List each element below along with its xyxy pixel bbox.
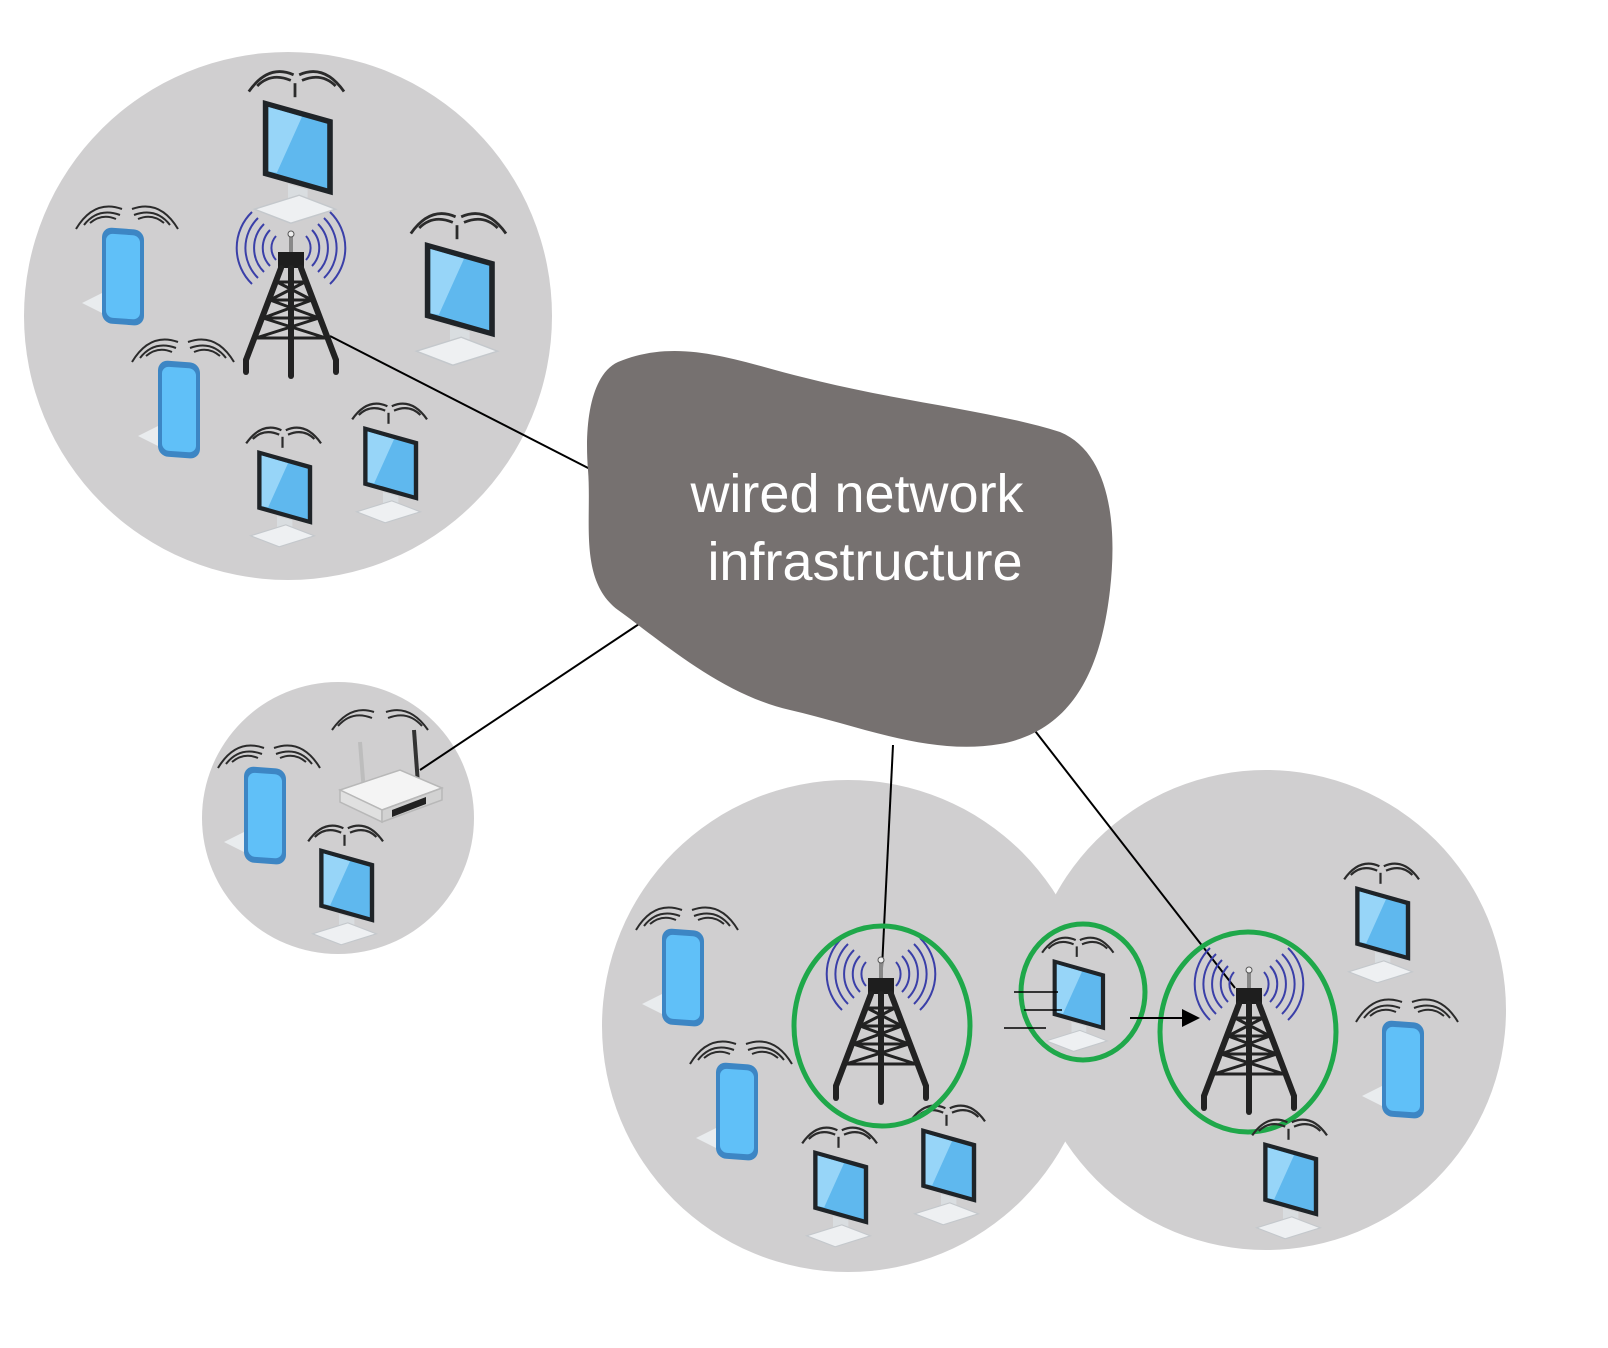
wired-links bbox=[329, 335, 1236, 989]
wifi-coverage-area bbox=[202, 682, 474, 954]
cell-coverage-area-bottom-right bbox=[1026, 770, 1506, 1250]
motion-arrow-icon bbox=[1130, 1009, 1200, 1027]
cloud-label-line2: infrastructure bbox=[707, 532, 1022, 592]
cloud-label-line1: wired network bbox=[689, 464, 1024, 524]
link-tower-bottom-right bbox=[1024, 717, 1236, 989]
link-tower-bottom-left bbox=[881, 744, 894, 969]
motion-lines bbox=[1004, 991, 1062, 1029]
link-router bbox=[419, 619, 646, 771]
link-tower-upper-left bbox=[329, 335, 593, 471]
highlight-ring-tower-bottom-right bbox=[1157, 929, 1339, 1135]
highlight-ring-tower-bottom-left bbox=[791, 923, 973, 1129]
wired-network-cloud: wired network infrastructure bbox=[587, 350, 1113, 747]
